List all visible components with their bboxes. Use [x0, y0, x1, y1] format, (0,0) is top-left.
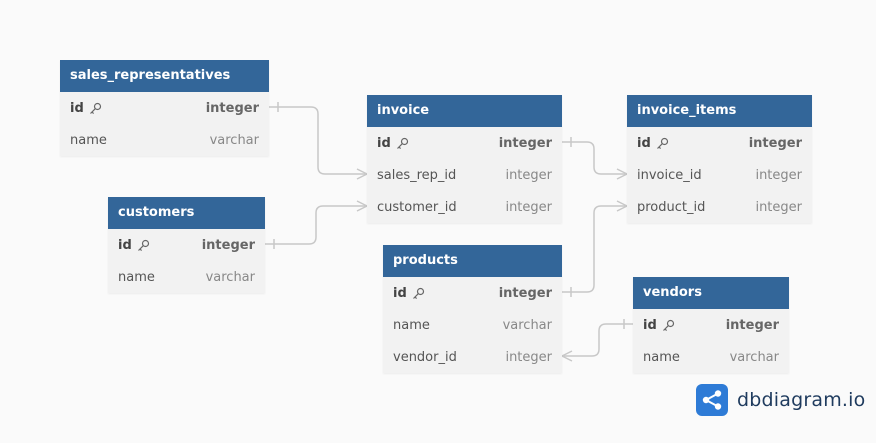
share-icon [696, 384, 728, 416]
field-row-name[interactable]: name varchar [383, 309, 562, 341]
field-name-text: invoice_id [637, 167, 702, 183]
relationship-line-vendor [562, 323, 633, 357]
field-name-text: sales_rep_id [377, 167, 457, 183]
key-icon [137, 239, 150, 252]
field-name: id [393, 286, 425, 301]
brand-name: dbdiagram.io [737, 389, 866, 411]
key-icon [396, 137, 409, 150]
field-row-invoice-id[interactable]: invoice_id integer [627, 159, 812, 191]
field-row-id[interactable]: id integer [108, 229, 265, 261]
field-row-name[interactable]: name varchar [633, 341, 789, 373]
field-row-product-id[interactable]: product_id integer [627, 191, 812, 223]
field-type: varchar [209, 132, 259, 148]
key-icon [89, 102, 102, 115]
field-row-id[interactable]: id integer [367, 127, 562, 159]
field-row-sales-rep-id[interactable]: sales_rep_id integer [367, 159, 562, 191]
field-name-text: name [70, 132, 107, 148]
field-name-text: name [643, 349, 680, 365]
field-type: integer [201, 237, 255, 253]
field-name: product_id [637, 200, 705, 215]
field-name: id [70, 101, 102, 116]
relationship-line-customer [265, 205, 367, 245]
field-type: integer [755, 167, 802, 183]
field-type: integer [725, 317, 779, 333]
field-name: name [118, 270, 155, 285]
relationship-line-sales-rep [269, 106, 367, 175]
many-marker [616, 168, 628, 180]
field-type: integer [748, 135, 802, 151]
field-name: sales_rep_id [377, 168, 456, 183]
field-name: name [393, 318, 430, 333]
table-products[interactable]: products id integer name varchar vendor_id int… [383, 245, 562, 373]
field-name-text: id [118, 237, 132, 253]
field-row-id[interactable]: id integer [633, 309, 789, 341]
table-header[interactable]: products [383, 245, 562, 277]
field-name-text: id [377, 135, 391, 151]
field-name: vendor_id [393, 350, 457, 365]
field-row-customer-id[interactable]: customer_id integer [367, 191, 562, 223]
field-type: integer [505, 349, 552, 365]
table-header[interactable]: invoice_items [627, 95, 812, 127]
field-row-name[interactable]: name varchar [60, 124, 269, 156]
field-type: varchar [205, 269, 255, 285]
table-header[interactable]: customers [108, 197, 265, 229]
field-row-id[interactable]: id integer [627, 127, 812, 159]
field-row-vendor-id[interactable]: vendor_id integer [383, 341, 562, 373]
field-row-name[interactable]: name varchar [108, 261, 265, 293]
field-name-text: customer_id [377, 199, 457, 215]
field-name: id [118, 238, 150, 253]
key-icon [656, 137, 669, 150]
dbdiagram-logo[interactable]: dbdiagram.io [696, 384, 865, 416]
key-icon [662, 319, 675, 332]
field-type: integer [498, 135, 552, 151]
field-row-id[interactable]: id integer [60, 92, 269, 124]
field-name: id [643, 318, 675, 333]
field-type: integer [505, 167, 552, 183]
field-type: integer [505, 199, 552, 215]
many-marker [561, 350, 573, 362]
table-header[interactable]: invoice [367, 95, 562, 127]
many-marker [616, 200, 628, 212]
field-name: invoice_id [637, 168, 702, 183]
field-type: integer [205, 100, 259, 116]
field-name-text: id [637, 135, 651, 151]
field-type: integer [498, 285, 552, 301]
field-name-text: id [393, 285, 407, 301]
field-name: name [70, 133, 107, 148]
table-header[interactable]: sales_representatives [60, 60, 269, 92]
table-customers[interactable]: customers id integer name varchar [108, 197, 265, 293]
table-vendors[interactable]: vendors id integer name varchar [633, 277, 789, 373]
field-name-text: product_id [637, 199, 706, 215]
field-name-text: name [118, 269, 155, 285]
field-name: id [637, 136, 669, 151]
field-name: name [643, 350, 680, 365]
field-type: integer [755, 199, 802, 215]
table-header[interactable]: vendors [633, 277, 789, 309]
key-icon [412, 287, 425, 300]
relationship-line-invoice [562, 141, 627, 175]
field-type: varchar [502, 317, 552, 333]
field-name-text: vendor_id [393, 349, 457, 365]
field-name: id [377, 136, 409, 151]
many-marker [356, 168, 368, 180]
field-name-text: id [70, 100, 84, 116]
field-type: varchar [729, 349, 779, 365]
many-marker [356, 200, 368, 212]
field-row-id[interactable]: id integer [383, 277, 562, 309]
field-name: customer_id [377, 200, 457, 215]
field-name-text: name [393, 317, 430, 333]
field-name-text: id [643, 317, 657, 333]
relationship-line-product [562, 205, 627, 293]
